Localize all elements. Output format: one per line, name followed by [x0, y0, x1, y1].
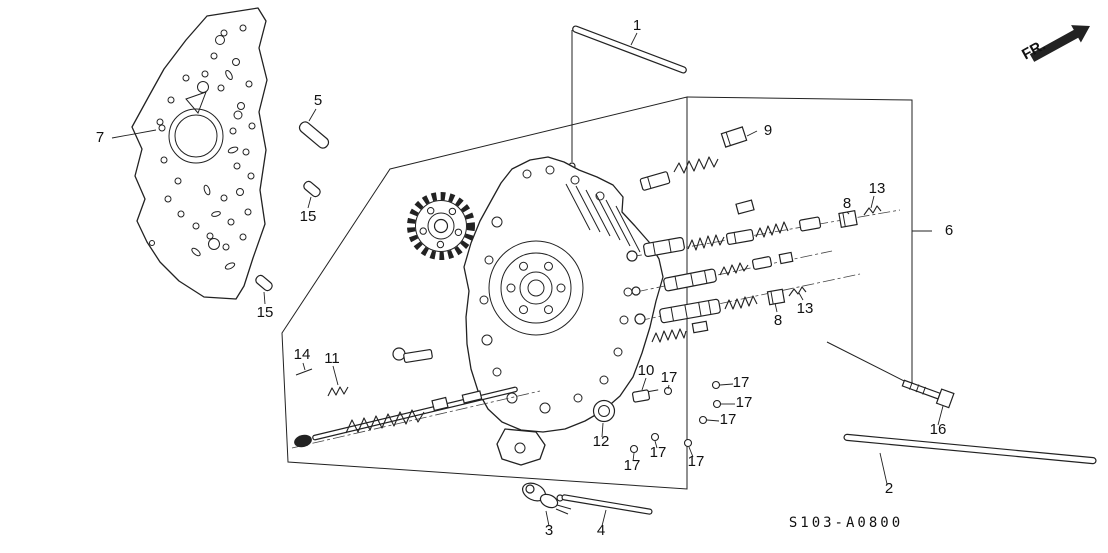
- callout-5: 5: [314, 92, 322, 109]
- pin-15-upper: [303, 180, 321, 198]
- lower-shaft-assembly: [291, 347, 541, 449]
- callout-17-e: 17: [650, 444, 667, 461]
- fr-direction: FR.: [1019, 25, 1090, 63]
- callout-labels: 1 5 7 15 9 13 8 6 15 13 8 14 11 10 17 17…: [96, 17, 953, 539]
- fr-arrow-icon: [1029, 25, 1090, 62]
- callout-2: 2: [885, 480, 893, 497]
- main-valve-body: [463, 156, 664, 466]
- callout-8-lower: 8: [774, 312, 782, 329]
- pin-15-lower: [255, 274, 273, 292]
- rod-4: [556, 494, 653, 515]
- callout-11: 11: [324, 350, 340, 367]
- rod-2: [843, 433, 1097, 465]
- bolt-16: [901, 379, 955, 409]
- part-3-joint: [522, 482, 572, 515]
- part-12-bushing: [592, 399, 616, 423]
- part-10-valve: [631, 389, 659, 403]
- callout-17-b: 17: [733, 374, 750, 391]
- callout-17-d: 17: [720, 411, 737, 428]
- callout-15-upper: 15: [300, 208, 317, 225]
- drawing-code: S103-A0800: [789, 515, 903, 531]
- callout-13-upper: 13: [869, 180, 886, 197]
- callout-17-f: 17: [688, 453, 705, 470]
- pin-5: [298, 121, 330, 149]
- callout-9: 9: [764, 122, 772, 139]
- leader-lines: [111, 32, 944, 527]
- callout-10: 10: [638, 362, 655, 379]
- callout-6: 6: [945, 222, 953, 239]
- callout-17-g: 17: [624, 457, 641, 474]
- callout-15-lower: 15: [257, 304, 274, 321]
- sprocket-gear: [407, 192, 475, 260]
- callout-14: 14: [294, 346, 311, 363]
- callout-13-lower: 13: [797, 300, 814, 317]
- section-boundaries: [281, 96, 913, 490]
- callout-7: 7: [96, 129, 104, 146]
- callout-3: 3: [545, 522, 553, 539]
- callout-4: 4: [597, 522, 605, 539]
- rod-1: [568, 25, 687, 170]
- valve-assembly-rows: [626, 126, 901, 343]
- separator-plate: [131, 7, 268, 300]
- callout-17-a: 17: [661, 369, 678, 386]
- callout-12: 12: [593, 433, 610, 450]
- callout-17-c: 17: [736, 394, 753, 411]
- fr-label: FR.: [1019, 37, 1048, 64]
- callout-16: 16: [930, 421, 947, 438]
- callout-8-upper: 8: [843, 195, 851, 212]
- callout-1: 1: [633, 17, 641, 34]
